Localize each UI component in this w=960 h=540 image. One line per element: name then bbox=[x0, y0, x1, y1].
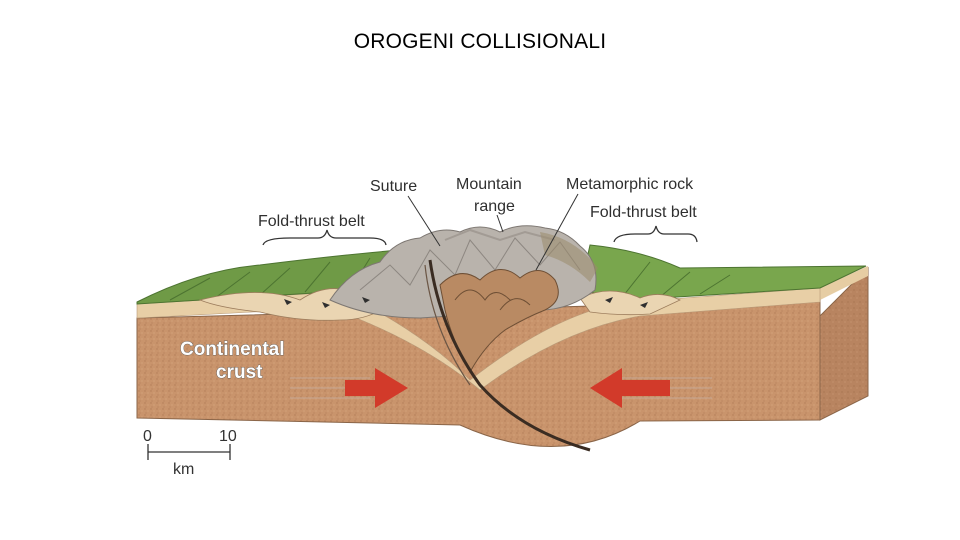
compression-arrow-right bbox=[590, 368, 712, 408]
brace-right bbox=[613, 225, 698, 243]
label-fold-thrust-left: Fold-thrust belt bbox=[258, 213, 365, 230]
label-metamorphic-rock: Metamorphic rock bbox=[566, 176, 694, 193]
suture-leader bbox=[407, 195, 441, 247]
compression-arrow-left bbox=[290, 368, 408, 408]
label-mountain-range-1: Mountain bbox=[456, 176, 522, 193]
label-mountain-range-2: range bbox=[474, 198, 515, 215]
brace-left bbox=[262, 229, 387, 246]
scale-bar: 0 10 km bbox=[143, 428, 237, 478]
mountain-leader bbox=[496, 214, 504, 233]
metamorphic-leader bbox=[535, 193, 579, 271]
surface-top-right bbox=[579, 244, 867, 301]
label-continental-crust-1: Continental bbox=[180, 339, 285, 360]
suture-line bbox=[428, 259, 591, 452]
label-fold-thrust-right: Fold-thrust belt bbox=[590, 204, 697, 221]
scale-start: 0 bbox=[143, 428, 152, 445]
scale-unit: km bbox=[173, 461, 194, 478]
slide-title: OROGENI COLLISIONALI bbox=[353, 30, 607, 53]
label-suture: Suture bbox=[370, 178, 417, 195]
fold-thrust-wedge-right bbox=[579, 290, 681, 316]
label-continental-crust-2: crust bbox=[216, 362, 263, 383]
scale-end: 10 bbox=[219, 428, 237, 445]
thrust-arrows bbox=[284, 297, 648, 308]
